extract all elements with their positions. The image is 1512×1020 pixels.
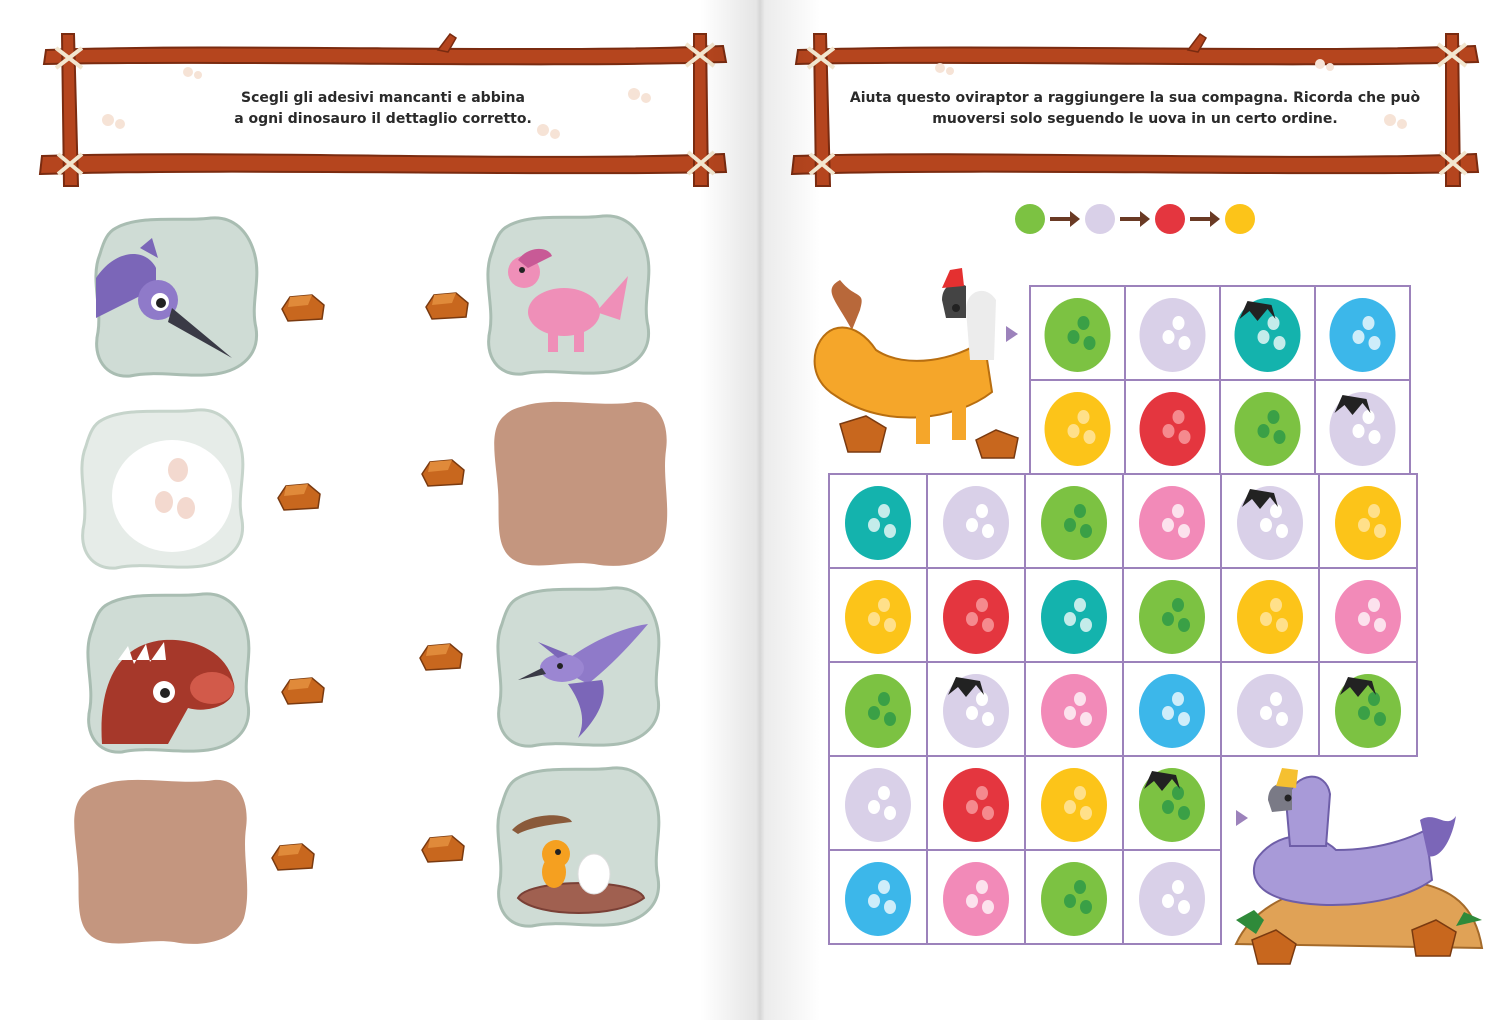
left-page: Scegli gli adesivi mancanti e abbina a o…: [38, 28, 728, 944]
egg-pink[interactable]: [1335, 580, 1401, 654]
egg-lilac[interactable]: [943, 486, 1009, 560]
egg-lilac[interactable]: [1139, 862, 1205, 936]
oviraptor-male-illustration: [813, 268, 1019, 459]
instruction-line: muoversi solo seguendo le uova in un cer…: [932, 111, 1338, 127]
egg-pink[interactable]: [943, 862, 1009, 936]
egg-green-cracked[interactable]: [1139, 768, 1205, 842]
egg-green[interactable]: [1041, 862, 1107, 936]
rock-sticker-slot[interactable]: [421, 835, 465, 863]
rock-sticker-slot[interactable]: [419, 643, 463, 671]
egg-yellow[interactable]: [845, 580, 911, 654]
wooden-frame-left: [38, 32, 728, 187]
egg-red[interactable]: [943, 768, 1009, 842]
instruction-text-right: Aiuta questo oviraptor a raggiungere la …: [790, 88, 1480, 130]
rock-sticker-slot[interactable]: [277, 483, 321, 511]
egg-red[interactable]: [1139, 392, 1206, 466]
instruction-line: a ogni dinosauro il dettaglio corretto.: [234, 111, 532, 127]
egg-lilac[interactable]: [1237, 674, 1303, 748]
rock-sticker-slot[interactable]: [425, 292, 469, 320]
color-sequence-legend: [1015, 204, 1255, 234]
stone-tile-egg: [80, 408, 245, 570]
egg-red[interactable]: [943, 580, 1009, 654]
stone-tile-parasaurolophus: [486, 214, 651, 376]
egg-lilac-cracked[interactable]: [943, 674, 1009, 748]
rock-sticker-slot[interactable]: [271, 843, 315, 871]
sequence-arrow-icon: [1050, 211, 1080, 227]
goal-arrow: [1236, 810, 1248, 826]
egg-green[interactable]: [1139, 580, 1205, 654]
egg-yellow[interactable]: [1237, 580, 1303, 654]
instruction-frame-left: Scegli gli adesivi mancanti e abbina a o…: [38, 28, 728, 188]
egg-lilac-cracked[interactable]: [1237, 486, 1303, 560]
egg-blue[interactable]: [1329, 298, 1396, 372]
instruction-line: Aiuta questo oviraptor a raggiungere la …: [849, 90, 1421, 106]
egg-green[interactable]: [1041, 486, 1107, 560]
stone-tile-red-dinosaur: [86, 592, 251, 754]
sequence-arrow-icon: [1120, 211, 1150, 227]
instruction-line: Scegli gli adesivi mancanti e abbina: [241, 90, 525, 106]
sticker-placeholder[interactable]: [494, 401, 668, 566]
right-page: Aiuta questo oviraptor a raggiungere la …: [756, 0, 1512, 1020]
instruction-frame-right: Aiuta questo oviraptor a raggiungere la …: [790, 28, 1480, 188]
sequence-dot-red: [1155, 204, 1185, 234]
egg-pink[interactable]: [1041, 674, 1107, 748]
egg-lilac-cracked[interactable]: [1329, 392, 1396, 466]
egg-yellow[interactable]: [1335, 486, 1401, 560]
instruction-text-left: Scegli gli adesivi mancanti e abbina a o…: [38, 88, 728, 130]
egg-green-cracked[interactable]: [1335, 674, 1401, 748]
wooden-frame-right: [790, 32, 1480, 187]
start-arrow: [1006, 326, 1018, 342]
rock-sticker-slot[interactable]: [421, 459, 465, 487]
matching-activity: [74, 214, 668, 944]
stone-tile-pteranodon: [496, 586, 661, 748]
sequence-arrow-icon: [1190, 211, 1220, 227]
egg-lilac[interactable]: [845, 768, 911, 842]
egg-blue[interactable]: [845, 862, 911, 936]
egg-blue[interactable]: [1139, 674, 1205, 748]
egg-green[interactable]: [1234, 392, 1301, 466]
stone-tile-pterosaur-head: [94, 216, 259, 378]
egg-yellow[interactable]: [1041, 768, 1107, 842]
egg-yellow[interactable]: [1044, 392, 1111, 466]
egg-teal[interactable]: [1041, 580, 1107, 654]
sequence-dot-green: [1015, 204, 1045, 234]
egg-grid-top: [1029, 285, 1411, 475]
stone-tile-baby-in-nest: [496, 766, 661, 928]
oviraptor-female-illustration: [1234, 768, 1484, 965]
rock-sticker-slot[interactable]: [281, 294, 325, 322]
sticker-placeholder[interactable]: [74, 779, 248, 944]
sequence-dot-yellow: [1225, 204, 1255, 234]
maze-activity: [813, 204, 1484, 965]
egg-grid-bottom: [828, 473, 1418, 945]
rock-sticker-slot[interactable]: [281, 677, 325, 705]
egg-pink[interactable]: [1139, 486, 1205, 560]
egg-green[interactable]: [1044, 298, 1111, 372]
egg-green[interactable]: [845, 674, 911, 748]
egg-teal[interactable]: [845, 486, 911, 560]
sequence-dot-lilac: [1085, 204, 1115, 234]
egg-teal-cracked[interactable]: [1234, 298, 1301, 372]
egg-lilac[interactable]: [1139, 298, 1206, 372]
